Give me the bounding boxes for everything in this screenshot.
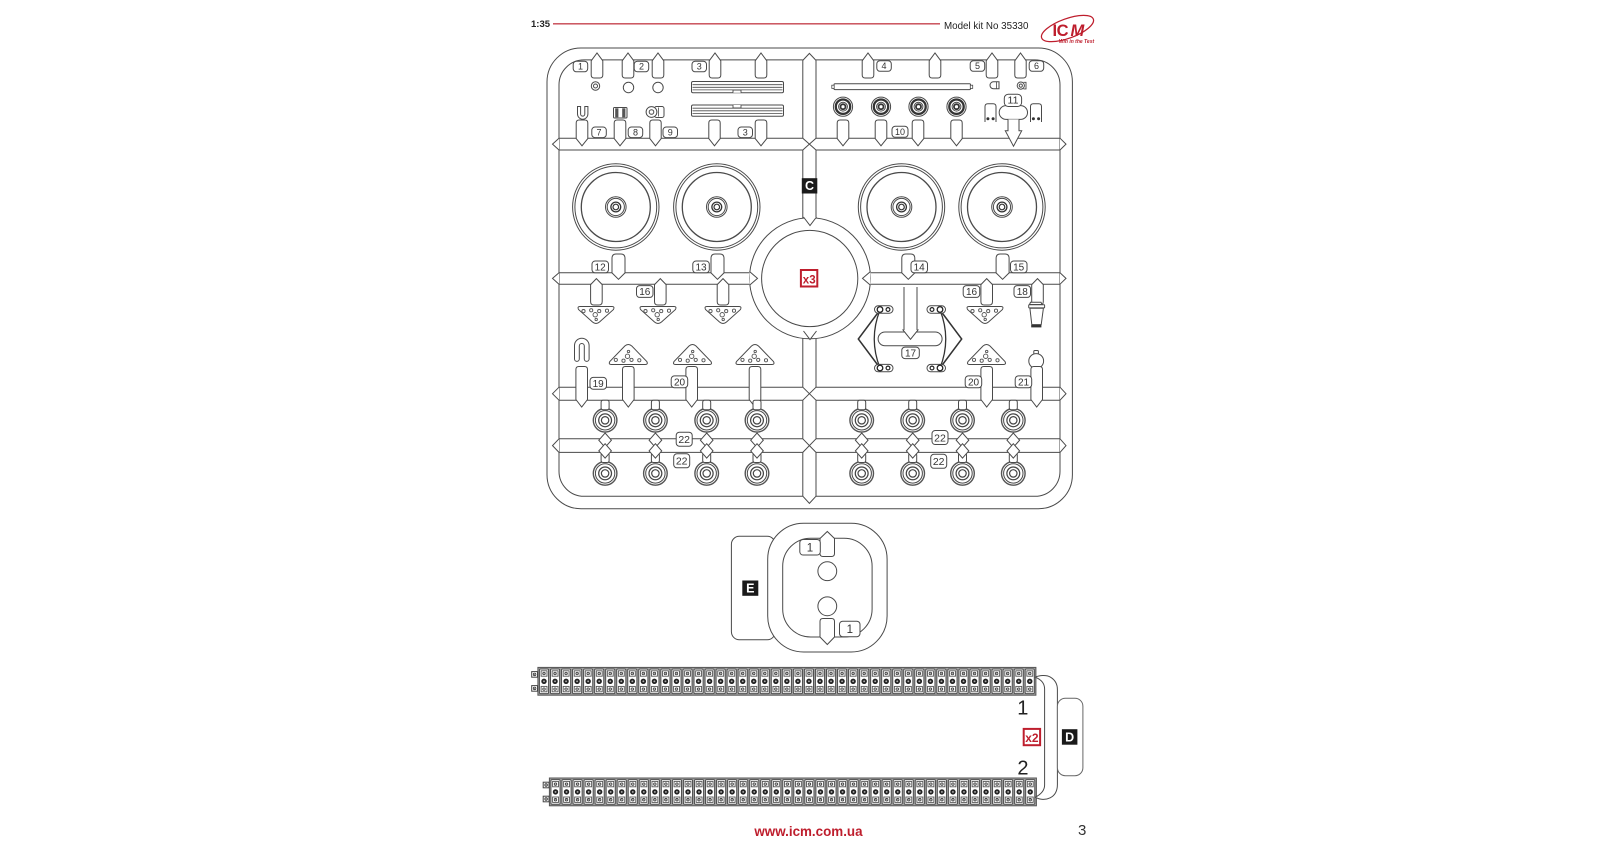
- svg-text:x2: x2: [1025, 731, 1039, 745]
- svg-text:10: 10: [895, 127, 905, 137]
- svg-text:18: 18: [1017, 287, 1029, 298]
- svg-text:11: 11: [1008, 95, 1019, 107]
- svg-text:12: 12: [595, 263, 607, 274]
- svg-text:5: 5: [975, 61, 980, 71]
- svg-text:D: D: [1065, 730, 1074, 744]
- svg-text:22: 22: [934, 432, 946, 444]
- svg-text:17: 17: [905, 348, 917, 359]
- svg-text:4: 4: [881, 61, 886, 71]
- svg-text:1: 1: [1017, 698, 1028, 720]
- svg-text:9: 9: [668, 128, 673, 138]
- svg-text:www.icm.com.ua: www.icm.com.ua: [753, 824, 863, 839]
- svg-text:1: 1: [807, 542, 813, 554]
- svg-text:C: C: [805, 179, 814, 193]
- svg-text:M: M: [1071, 22, 1086, 40]
- svg-text:7: 7: [596, 128, 601, 138]
- svg-text:2: 2: [639, 62, 644, 72]
- svg-text:Model kit No 35330: Model kit No 35330: [944, 21, 1029, 32]
- svg-text:20: 20: [674, 377, 686, 388]
- svg-text:3: 3: [697, 62, 702, 72]
- svg-text:1:35: 1:35: [531, 19, 551, 30]
- svg-text:1: 1: [578, 62, 583, 72]
- svg-text:22: 22: [933, 456, 945, 468]
- svg-text:16: 16: [639, 287, 651, 298]
- svg-text:22: 22: [676, 456, 688, 468]
- svg-text:2: 2: [1017, 758, 1028, 780]
- svg-text:14: 14: [914, 263, 926, 274]
- svg-text:3: 3: [1078, 822, 1086, 839]
- svg-text:IC: IC: [1053, 22, 1069, 40]
- svg-text:1: 1: [847, 624, 853, 636]
- svg-text:6: 6: [1034, 61, 1039, 71]
- svg-text:13: 13: [695, 263, 707, 274]
- svg-text:16: 16: [966, 287, 978, 298]
- svg-text:E: E: [746, 581, 754, 595]
- svg-text:8: 8: [633, 128, 638, 138]
- svg-text:21: 21: [1018, 377, 1030, 388]
- svg-text:22: 22: [678, 434, 690, 446]
- svg-text:15: 15: [1013, 263, 1025, 274]
- svg-text:19: 19: [593, 379, 605, 390]
- svg-text:3: 3: [743, 128, 748, 138]
- svg-text:Win in the Test: Win in the Test: [1059, 39, 1095, 45]
- svg-text:x3: x3: [803, 274, 816, 286]
- svg-text:20: 20: [968, 377, 980, 388]
